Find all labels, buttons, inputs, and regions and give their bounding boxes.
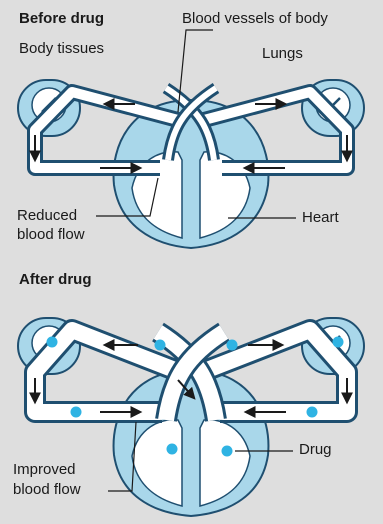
drug-particle (71, 407, 82, 418)
reduced-flow-label-line2: blood flow (17, 226, 85, 244)
improved-flow-label-line1: Improved (13, 461, 76, 479)
improved-flow-label-line2: blood flow (13, 481, 81, 499)
drug-particle (227, 340, 238, 351)
drug-particle (167, 444, 178, 455)
reduced-flow-label-line1: Reduced (17, 207, 77, 225)
drug-particle (307, 407, 318, 418)
after-drug-title: After drug (19, 271, 92, 289)
lungs-label: Lungs (262, 45, 303, 63)
drug-label: Drug (299, 441, 332, 459)
drug-particle (333, 337, 344, 348)
heart-label: Heart (302, 209, 339, 227)
blood-vessels-label: Blood vessels of body (182, 10, 328, 28)
body-tissues-label: Body tissues (19, 40, 104, 58)
drug-particle (155, 340, 166, 351)
drug-particle (222, 446, 233, 457)
drug-particle (47, 337, 58, 348)
before-drug-title: Before drug (19, 10, 104, 28)
